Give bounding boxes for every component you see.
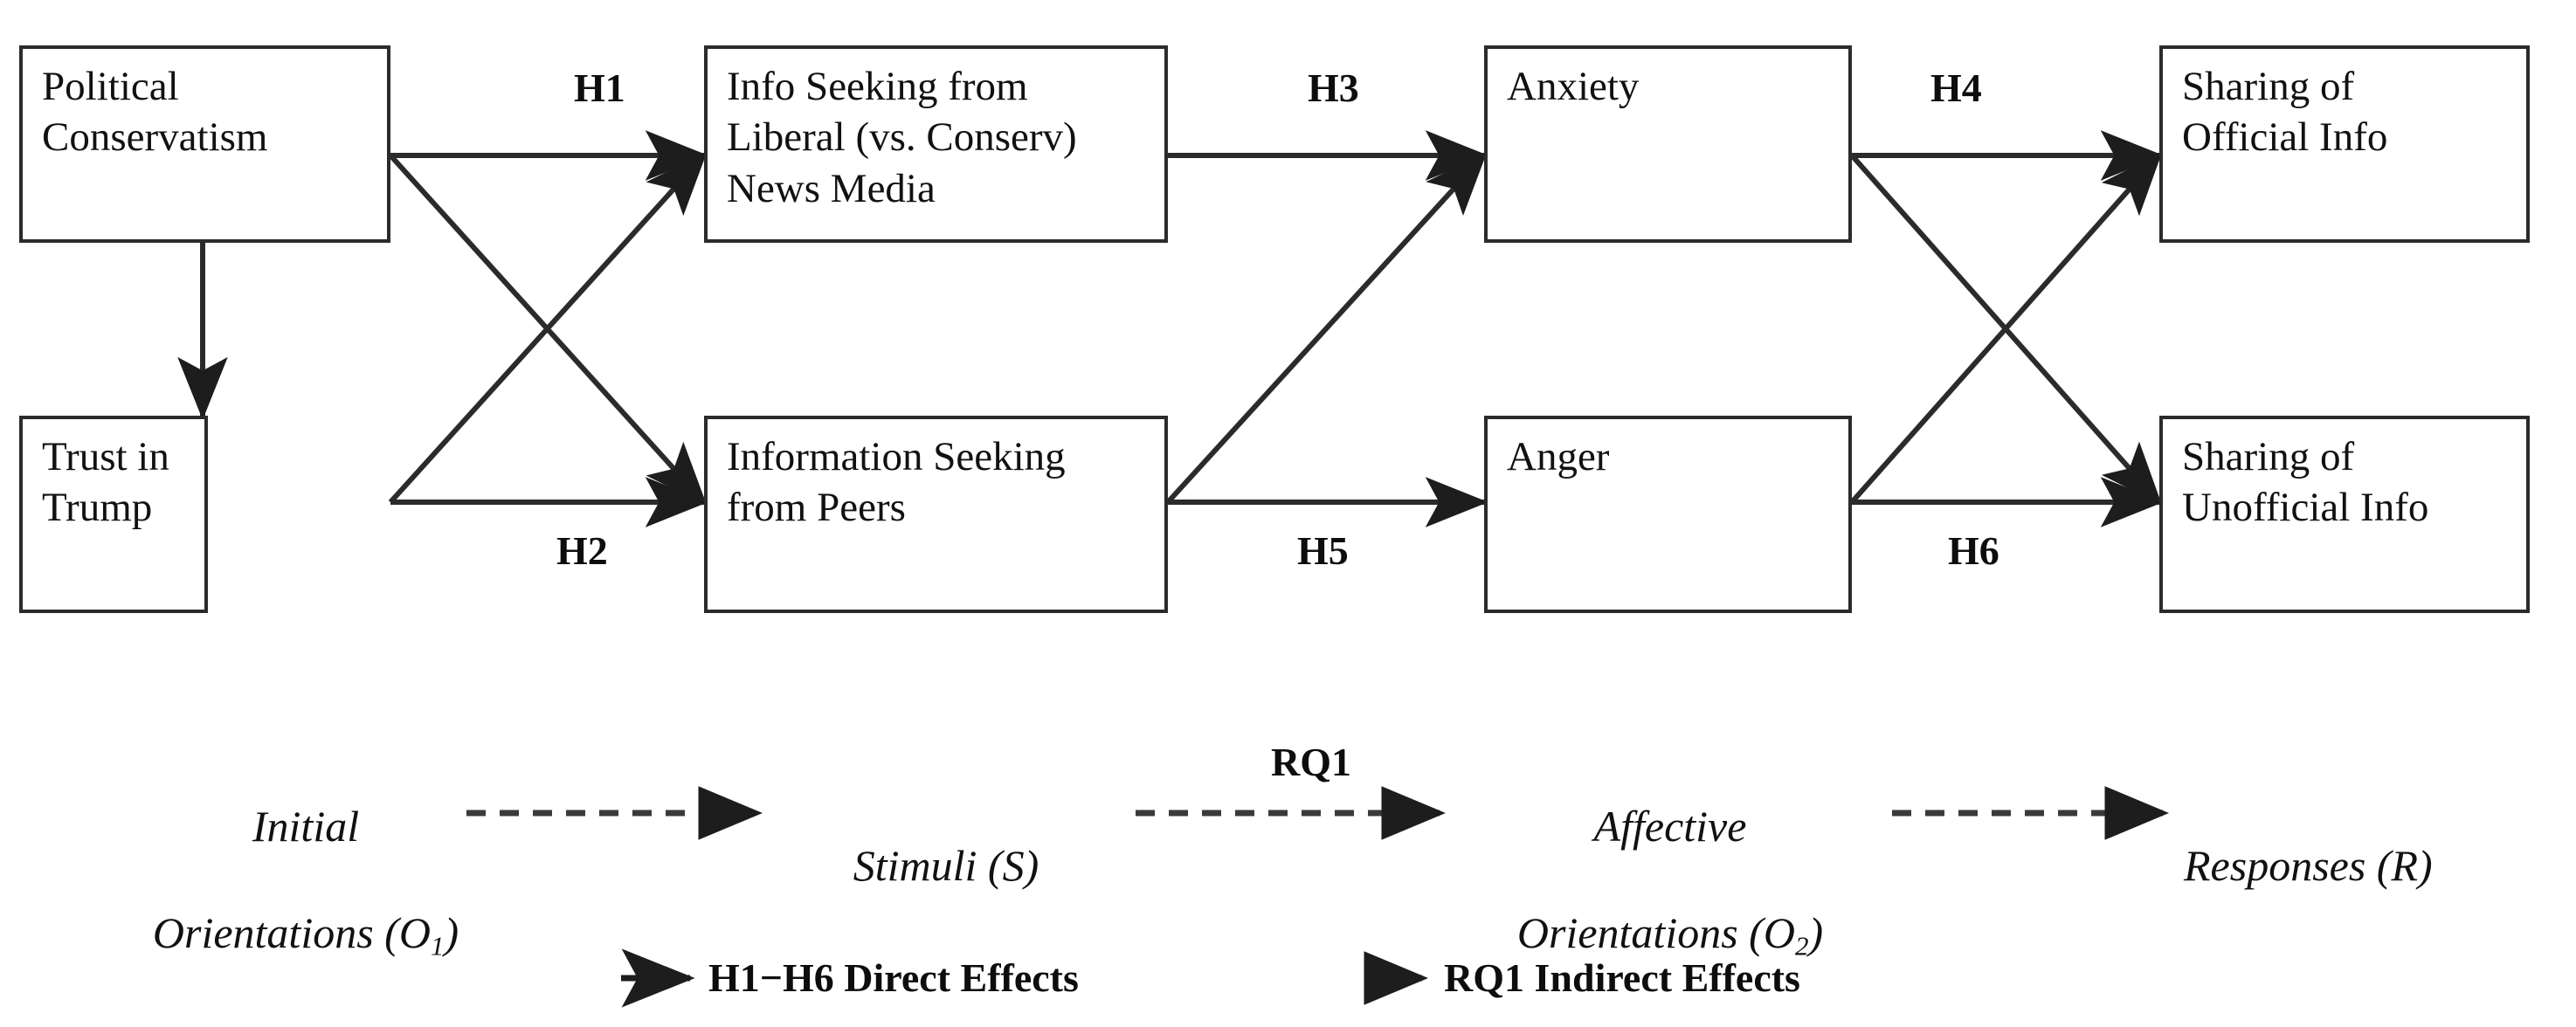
stage-line-2-post: ) xyxy=(444,908,459,957)
stage-subscript: 2 xyxy=(1794,930,1809,962)
legend-indirect-effects-label: RQ1 Indirect Effects xyxy=(1444,955,1800,1000)
node-info-seeking-peers[interactable]: Information Seeking from Peers xyxy=(704,416,1168,613)
arrow-peers-to-anxiety xyxy=(1165,152,1488,505)
hypothesis-label-h6: H6 xyxy=(1948,528,1999,573)
node-trust-in-trump[interactable]: Trust in Trump xyxy=(19,416,208,613)
hypothesis-label-h2: H2 xyxy=(556,528,608,573)
node-sharing-unofficial-info[interactable]: Sharing of Unofficial Info xyxy=(2159,416,2530,613)
node-political-conservatism[interactable]: Political Conservatism xyxy=(19,45,390,243)
node-anger[interactable]: Anger xyxy=(1484,416,1852,613)
stage-line-2-pre: Orientations (O xyxy=(152,908,431,957)
node-info-seeking-news-media[interactable]: Info Seeking from Liberal (vs. Conserv) … xyxy=(704,45,1168,243)
stage-line-2-post: ) xyxy=(1024,841,1039,890)
stage-label-stimuli: Stimuli (S) xyxy=(771,786,1121,893)
hypothesis-label-h4: H4 xyxy=(1930,65,1982,110)
stage-line-2-pre: Orientations (O xyxy=(1516,908,1795,957)
stage-line-2-pre: Stimuli (S xyxy=(853,841,1025,890)
hypothesis-label-h1: H1 xyxy=(574,65,625,110)
legend-direct-effects-label: H1−H6 Direct Effects xyxy=(708,955,1079,1000)
hypothesis-label-h5: H5 xyxy=(1297,528,1349,573)
node-anxiety[interactable]: Anxiety xyxy=(1484,45,1852,243)
stage-subscript: 1 xyxy=(430,930,445,962)
hypothesis-label-h3: H3 xyxy=(1308,65,1359,110)
stage-label-affective-orientations: Affective Orientations (O2) xyxy=(1452,747,1889,962)
stage-label-initial-orientations: Initial Orientations (O1) xyxy=(131,747,480,962)
arrow-anger-to-official xyxy=(1849,152,2163,504)
research-question-label-rq1: RQ1 xyxy=(1271,740,1351,784)
stage-label-responses: Responses (R) xyxy=(2184,786,2559,893)
stage-line-2-pre: Responses (R xyxy=(2184,841,2418,890)
stage-line-2-post: ) xyxy=(2418,841,2433,890)
arrow-trust-to-news-media xyxy=(388,152,708,505)
stage-line-1: Initial xyxy=(252,802,360,851)
node-sharing-official-info[interactable]: Sharing of Official Info xyxy=(2159,45,2530,243)
stage-line-1: Affective xyxy=(1593,802,1747,851)
stage-line-2-post: ) xyxy=(1808,908,1824,957)
